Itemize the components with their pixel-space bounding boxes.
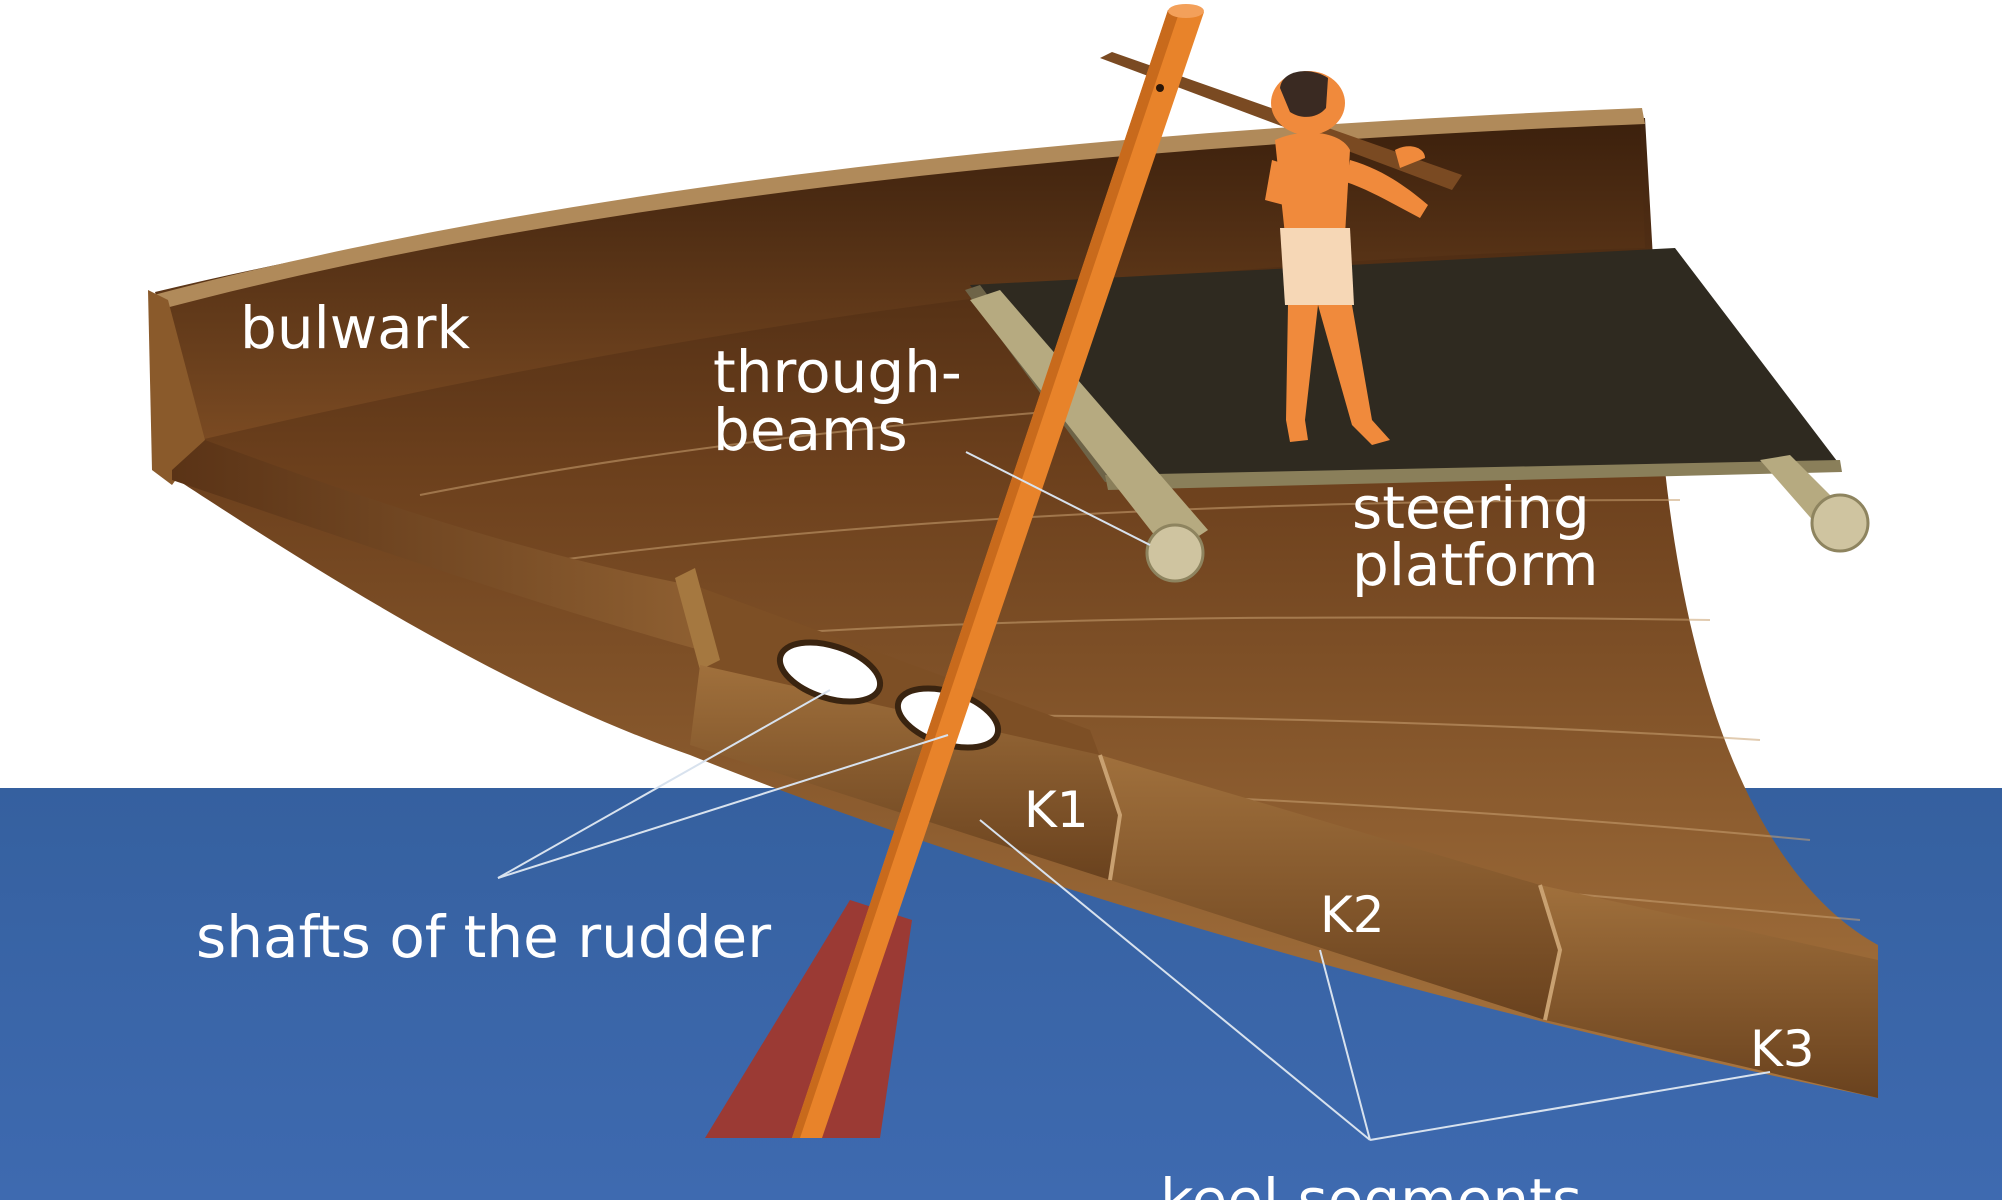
through-beams bbox=[970, 290, 1870, 583]
label-steering-platform-line2: platform bbox=[1352, 531, 1598, 599]
stern-post bbox=[148, 290, 205, 485]
steersman-figure bbox=[1265, 71, 1428, 445]
label-through-beams-line1: through- bbox=[713, 338, 962, 406]
keel-joints bbox=[1098, 754, 1563, 1021]
bulwark-top-edge bbox=[150, 108, 1645, 310]
keel-box-face bbox=[675, 568, 720, 670]
pointer-lines bbox=[497, 451, 1771, 1141]
hull-side bbox=[172, 440, 700, 650]
rudder-pole bbox=[792, 4, 1204, 1138]
steering-platform-front-edge bbox=[1105, 460, 1842, 490]
label-steering-platform-line1: steering bbox=[1352, 474, 1590, 542]
keel-segment-k3 bbox=[1540, 885, 1878, 1098]
label-through-beams-line2: beams bbox=[713, 396, 908, 464]
label-keel-segments: keel segments bbox=[1160, 1166, 1582, 1200]
label-bulwark: bulwark bbox=[240, 294, 471, 362]
label-keel-k3: K3 bbox=[1750, 1020, 1815, 1078]
keel-segment-k1 bbox=[690, 665, 1120, 880]
steering-platform bbox=[970, 248, 1840, 480]
label-shafts-of-the-rudder: shafts of the rudder bbox=[196, 903, 771, 971]
label-keel-k2: K2 bbox=[1320, 886, 1385, 944]
keel-segment-k2 bbox=[1100, 755, 1560, 1020]
label-keel-k1: K1 bbox=[1024, 781, 1089, 839]
rudder-shaft-hole-1 bbox=[776, 639, 884, 705]
